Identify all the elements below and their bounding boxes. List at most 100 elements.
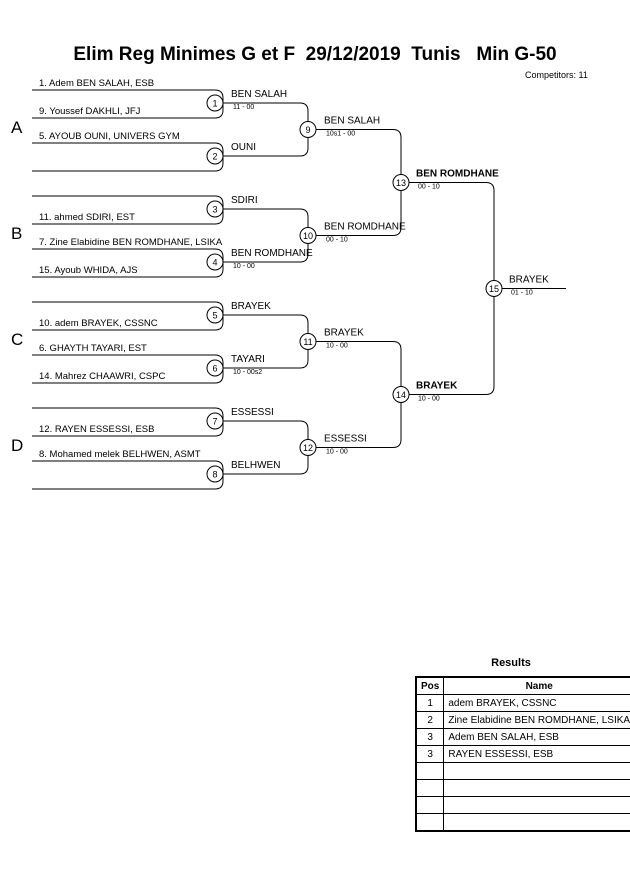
bracket-connector bbox=[32, 421, 224, 437]
bracket-connector bbox=[223, 447, 309, 475]
match-winner: SDIRI bbox=[231, 195, 258, 206]
entrant-name: 6. GHAYTH TAYARI, EST bbox=[39, 343, 147, 354]
match-number: 10 bbox=[303, 231, 313, 241]
bracket-connector bbox=[316, 129, 402, 183]
bracket-connector bbox=[32, 474, 224, 490]
result-pos bbox=[415, 796, 445, 814]
match-number-circle bbox=[392, 386, 410, 403]
match-number: 12 bbox=[303, 443, 313, 453]
bracket-connector bbox=[32, 209, 224, 225]
result-name: Adem BEN SALAH, ESB bbox=[443, 728, 630, 746]
results-row bbox=[415, 779, 630, 797]
match-number-circle bbox=[206, 147, 224, 165]
entrant-name: 9. Youssef DAKHLI, JFJ bbox=[39, 106, 141, 117]
bracket-connector bbox=[223, 235, 309, 263]
result-pos: 3 bbox=[415, 728, 445, 746]
bracket-connector bbox=[223, 341, 309, 369]
match-number: 6 bbox=[212, 364, 217, 374]
match-number: 9 bbox=[305, 125, 310, 135]
entrant-name: 5. AYOUB OUNI, UNIVERS GYM bbox=[39, 131, 180, 142]
match-score: 00 - 10 bbox=[418, 184, 440, 191]
pool-letter: D bbox=[11, 436, 23, 455]
entrant-name: 7. Zine Elabidine BEN ROMDHANE, LSIKA bbox=[39, 237, 223, 248]
match-winner: BELHWEN bbox=[231, 460, 280, 471]
match-number-circle bbox=[206, 200, 224, 218]
match-winner: BEN ROMDHANE bbox=[416, 169, 499, 180]
entrant-name: 12. RAYEN ESSESSI, ESB bbox=[39, 424, 154, 435]
pool-letter: A bbox=[11, 118, 23, 137]
page-title: Elim Reg Minimes G et F 29/12/2019 Tunis… bbox=[73, 44, 557, 65]
bracket-connector bbox=[32, 195, 224, 209]
match-number: 13 bbox=[396, 178, 406, 188]
result-name bbox=[443, 796, 630, 814]
bracket-connector bbox=[32, 315, 224, 331]
bracket-connector bbox=[32, 301, 224, 315]
entrant-name: 11. ahmed SDIRI, EST bbox=[39, 212, 135, 223]
bracket-connector bbox=[223, 420, 309, 448]
match-number: 15 bbox=[489, 284, 499, 294]
result-pos bbox=[415, 762, 445, 780]
bracket-connector bbox=[223, 208, 309, 236]
results-title: Results bbox=[491, 657, 531, 669]
result-pos: 3 bbox=[415, 745, 445, 763]
bracket-connector bbox=[32, 368, 224, 384]
match-winner: OUNI bbox=[231, 142, 256, 153]
result-name: adem BRAYEK, CSSNC bbox=[443, 694, 630, 712]
match-number: 4 bbox=[212, 258, 217, 268]
match-number-circle bbox=[299, 227, 317, 244]
match-score: 10 - 00 bbox=[326, 343, 348, 350]
bracket-connector bbox=[409, 182, 495, 289]
match-winner: BEN ROMDHANE bbox=[324, 222, 406, 233]
pos-column-header: Pos bbox=[415, 676, 445, 695]
match-number: 2 bbox=[212, 152, 217, 162]
match-score: 10 - 00s2 bbox=[233, 369, 262, 376]
match-number-circle bbox=[299, 333, 317, 350]
bracket-connector bbox=[32, 248, 224, 262]
match-number-circle bbox=[299, 439, 317, 456]
result-pos: 2 bbox=[415, 711, 445, 729]
bracket-connector bbox=[32, 354, 224, 368]
match-number: 14 bbox=[396, 390, 406, 400]
match-score: 10 - 00 bbox=[418, 396, 440, 403]
bracket-connector bbox=[316, 182, 402, 236]
match-number-circle bbox=[206, 253, 224, 271]
result-name bbox=[443, 779, 630, 797]
match-number-circle bbox=[206, 94, 224, 112]
match-score: 01 - 10 bbox=[511, 290, 533, 297]
bracket-connector bbox=[316, 341, 402, 395]
match-winner: BEN ROMDHANE bbox=[231, 248, 313, 259]
match-score: 00 - 10 bbox=[326, 237, 348, 244]
match-score: 10s1 - 00 bbox=[326, 131, 355, 138]
entrant-name: 1. Adem BEN SALAH, ESB bbox=[39, 78, 154, 89]
match-number: 7 bbox=[212, 417, 217, 427]
result-name bbox=[443, 813, 630, 832]
match-winner: BEN SALAH bbox=[324, 116, 380, 127]
match-number: 8 bbox=[212, 470, 217, 480]
bracket-connector bbox=[32, 407, 224, 421]
results-row bbox=[415, 813, 630, 832]
entrant-name: 15. Ayoub WHIDA, AJS bbox=[39, 265, 138, 276]
bracket-connector bbox=[32, 156, 224, 172]
match-score: 11 - 00 bbox=[233, 104, 254, 111]
result-pos bbox=[415, 779, 445, 797]
match-winner: BRAYEK bbox=[509, 275, 549, 286]
match-number-circle bbox=[485, 280, 503, 297]
match-winner: BEN SALAH bbox=[231, 89, 287, 100]
pool-letter: C bbox=[11, 330, 23, 349]
match-number-circle bbox=[299, 121, 317, 138]
result-name: RAYEN ESSESSI, ESB bbox=[443, 745, 630, 763]
bracket-connector bbox=[32, 89, 224, 103]
match-number-circle bbox=[206, 465, 224, 483]
match-number: 1 bbox=[212, 99, 217, 109]
match-winner: ESSESSI bbox=[324, 434, 367, 445]
match-number: 5 bbox=[212, 311, 217, 321]
match-number: 3 bbox=[212, 205, 217, 215]
entrant-name: 10. adem BRAYEK, CSSNC bbox=[39, 318, 158, 329]
